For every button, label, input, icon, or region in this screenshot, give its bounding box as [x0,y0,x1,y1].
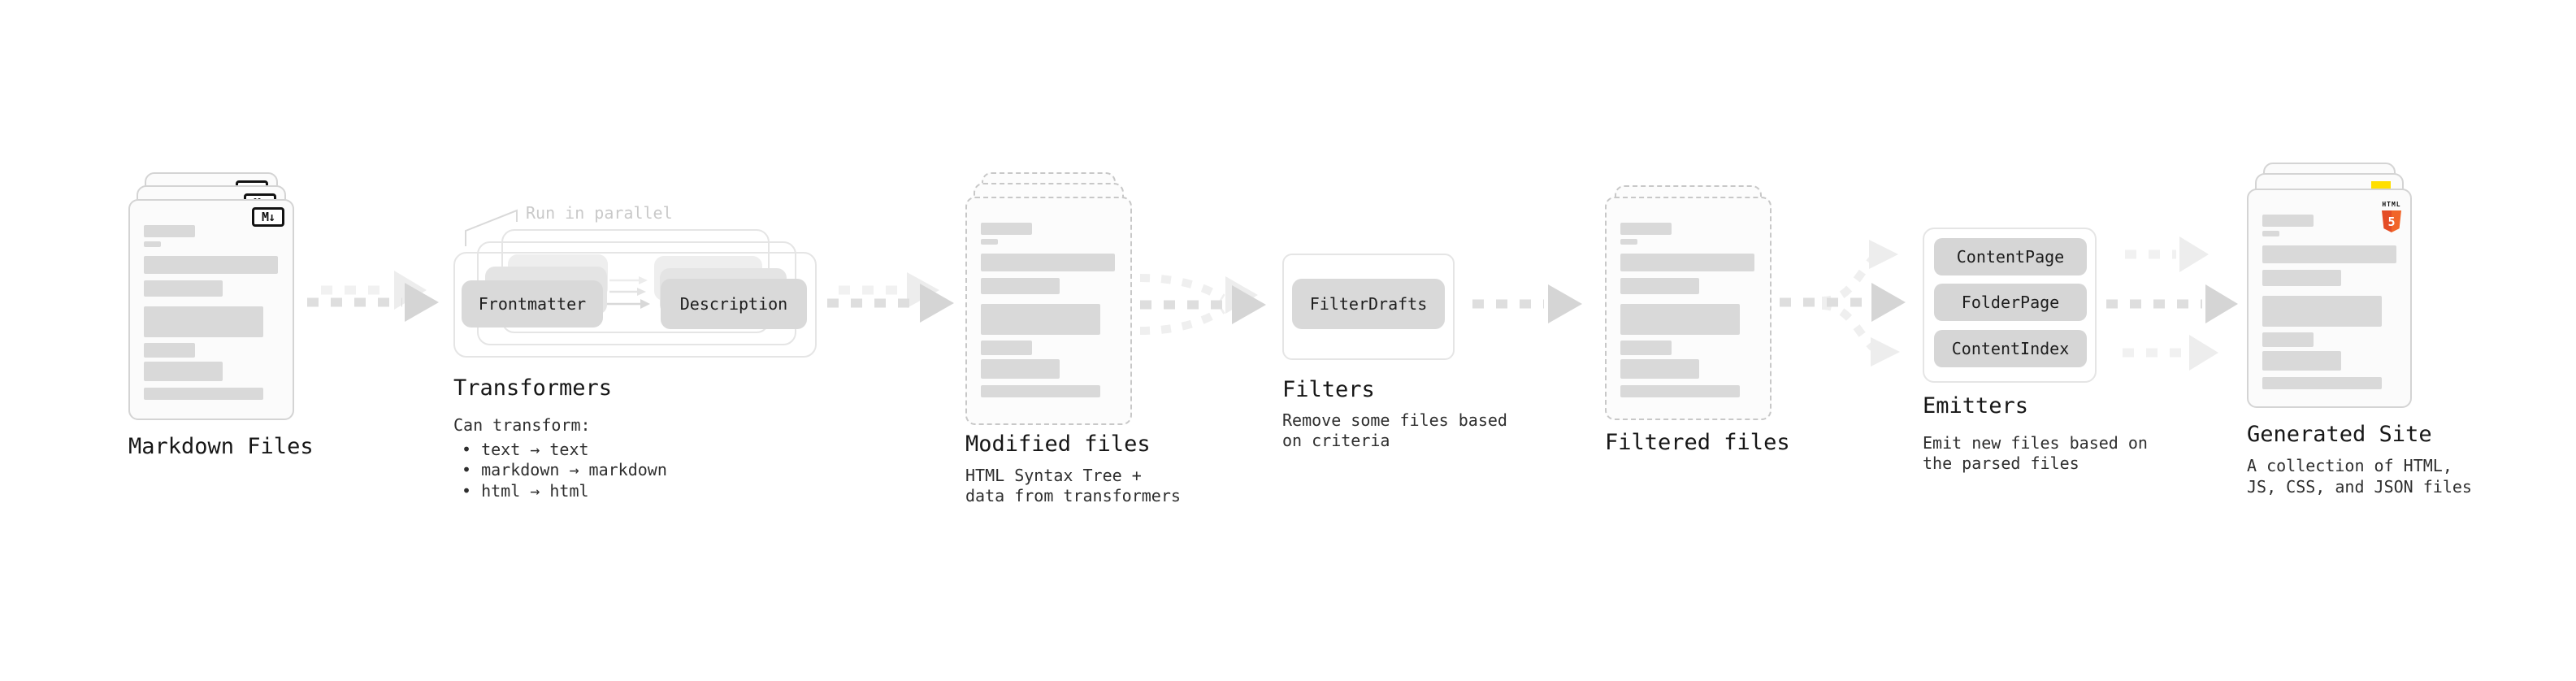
markdown-file-card-front: M↓ [128,199,294,420]
folderpage-chip: FolderPage [1934,284,2087,321]
markdown-icon: M↓ [252,207,284,227]
text-line-bar [1620,385,1740,397]
filterdrafts-chip: FilterDrafts [1292,279,1445,329]
text-line-bar [2262,231,2279,236]
filtered-files-title: Filtered files [1605,430,1790,455]
transformer-outline-front [453,252,817,358]
text-line-bar [981,254,1115,271]
text-line-bar [2262,215,2314,227]
generated-file-card-html: HTML 5 [2247,189,2412,408]
emitters-desc-1: Emit new files based on [1923,433,2148,453]
arrow-emitters-to-generated [2106,236,2238,371]
modified-files-title: Modified files [965,432,1151,457]
arrow-modified-to-filters [1139,274,1266,335]
transformers-title: Transformers [453,375,613,401]
text-line-bar [2262,270,2341,286]
transformers-desc-heading: Can transform: [453,415,591,435]
html5-icon-shield: 5 [2382,210,2401,232]
js-icon [2371,181,2391,190]
description-chip: Description [661,279,807,329]
text-line-bar [1620,239,1637,245]
text-line-bar [981,239,998,245]
transformers-bullet-3: • html → html [462,481,589,501]
text-line-bar [1620,278,1699,294]
generated-site-desc-1: A collection of HTML, [2247,456,2452,475]
arrow-transformers-to-modified [827,272,954,323]
text-line-bar [1620,340,1672,355]
modified-files-desc-2: data from transformers [965,486,1181,505]
text-line-bar [2262,332,2314,347]
filters-outline-box [1282,254,1455,360]
filters-desc-1: Remove some files based [1282,410,1507,430]
transformers-bullet-2: • markdown → markdown [462,460,667,479]
frontmatter-chip: Frontmatter [462,280,603,327]
emitters-title: Emitters [1923,393,2029,419]
text-line-bar [1620,254,1754,271]
arrow-filtered-to-emitters [1780,240,1906,367]
arrow-filters-to-filtered [1472,284,1582,323]
text-line-bar [981,340,1032,355]
modified-files-desc-1: HTML Syntax Tree + [965,466,1142,485]
text-line-bar [144,362,223,381]
text-line-bar [981,278,1060,294]
markdown-files-title: Markdown Files [128,434,314,459]
filters-title: Filters [1282,377,1375,402]
text-line-bar [144,343,195,358]
text-line-bar [981,223,1032,235]
emitters-desc-2: the parsed files [1923,453,2079,473]
text-line-bar [1620,304,1740,335]
text-line-bar [2262,245,2396,263]
text-line-bar [144,241,161,247]
text-line-bar [2262,296,2382,327]
text-line-bar [1620,359,1699,379]
run-in-parallel-annotation: Run in parallel [526,203,673,223]
text-line-bar [981,385,1100,397]
text-line-bar [144,388,263,400]
text-line-bar [2262,351,2341,371]
modified-file-card-front [965,197,1132,425]
emitters-outline-box [1923,228,2097,383]
chip-connector-arrows [607,276,650,309]
text-line-bar [144,306,263,337]
text-line-bar [981,304,1100,335]
arrow-markdown-to-transformers [307,271,439,322]
filters-desc-2: on criteria [1282,431,1390,450]
text-line-bar [144,225,195,237]
generated-site-title: Generated Site [2247,422,2432,447]
text-line-bar [981,359,1060,379]
text-line-bar [2262,377,2382,389]
annotation-leader-line [465,209,518,246]
text-line-bar [144,256,278,274]
transformers-bullet-1: • text → text [462,440,589,459]
contentindex-chip: ContentIndex [1934,330,2087,367]
text-line-bar [144,280,223,297]
filtered-file-card-front [1605,197,1772,420]
generated-site-desc-2: JS, CSS, and JSON files [2247,477,2472,497]
html5-icon-word: HTML [2382,201,2401,208]
text-line-bar [1620,223,1672,235]
html5-icon: HTML 5 [2381,194,2402,232]
contentpage-chip: ContentPage [1934,238,2087,275]
